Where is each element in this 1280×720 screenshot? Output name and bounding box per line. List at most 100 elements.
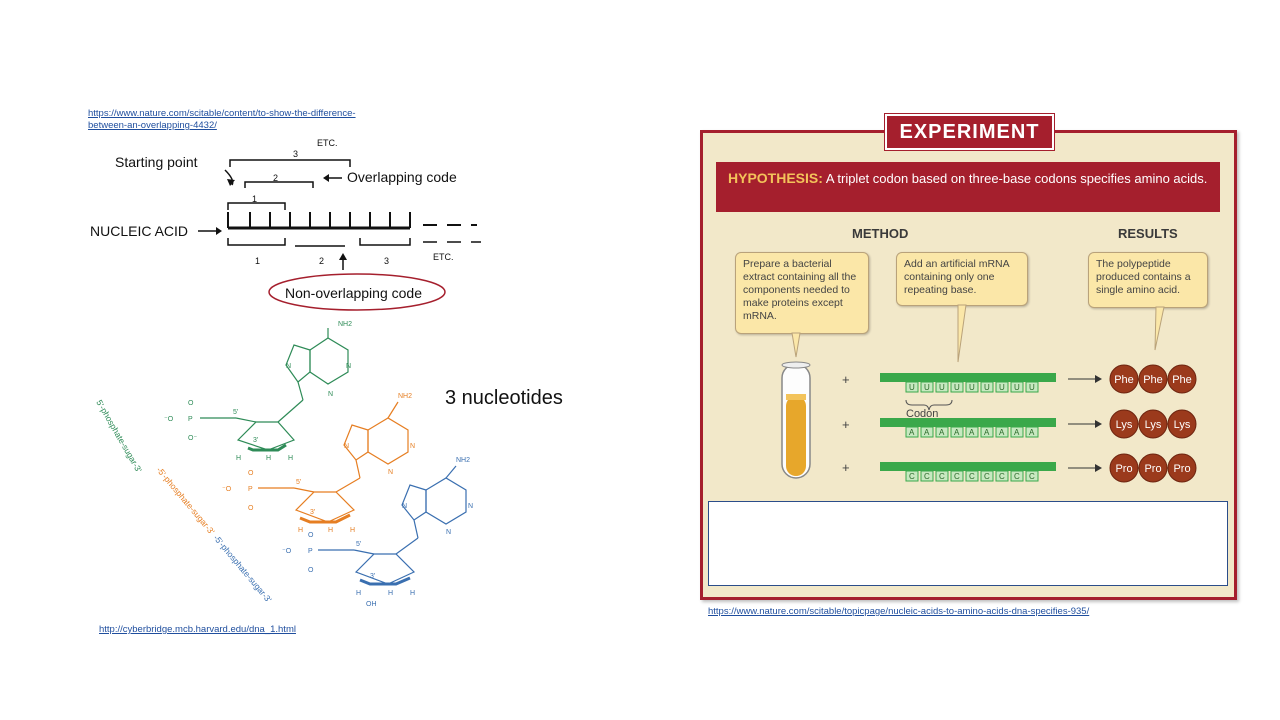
base-letter: A: [1014, 428, 1020, 437]
base-box: [1010, 470, 1024, 482]
amino-acid-phe: [1138, 364, 1168, 394]
experiment-panel: EXPERIMENT HYPOTHESIS: A triplet codon b…: [700, 112, 1240, 600]
etc-top-label: ETC.: [317, 138, 338, 148]
chain-label-1: 5'-phosphate-sugar-3': [94, 398, 144, 474]
base-box: [1025, 470, 1039, 482]
hypothesis-box: HYPOTHESIS: A triplet codon based on thr…: [716, 162, 1220, 212]
nucleotide-structures: 5'-phosphate-sugar-3' -5'-phosphate-suga…: [94, 321, 473, 608]
svg-text:O: O: [188, 400, 194, 407]
svg-text:OH: OH: [366, 601, 377, 608]
base-box: [1010, 426, 1024, 438]
base-box: [1025, 426, 1039, 438]
base-box: [920, 470, 934, 482]
codon-label: Codon: [906, 408, 938, 420]
amino-acid-label: Phe: [1172, 374, 1192, 386]
amino-acid-label: Lys: [1116, 419, 1133, 431]
top-number-3: 3: [293, 149, 298, 159]
svg-text:⁻O: ⁻O: [164, 416, 174, 423]
base-letter: U: [1014, 383, 1020, 392]
nucleotides-caption: 3 nucleotides: [445, 387, 563, 409]
base-box: [965, 426, 979, 438]
base-box: [1010, 381, 1024, 393]
arrow-head: [1095, 375, 1102, 383]
experiment-banner: EXPERIMENT: [885, 114, 1054, 150]
plus-sign-3: +: [842, 460, 850, 475]
base-letter: A: [969, 428, 975, 437]
svg-text:P: P: [248, 486, 253, 493]
mrna-strand: [880, 462, 1056, 471]
amino-acid-pro: [1109, 453, 1139, 483]
amine-3: NH2: [456, 457, 470, 464]
base-letter: C: [999, 472, 1005, 481]
hypothesis-text: A triplet codon based on three-base codo…: [825, 171, 1208, 186]
amino-acid-pro: [1167, 453, 1197, 483]
method-header: METHOD: [852, 226, 909, 241]
svg-text:O: O: [308, 567, 314, 574]
svg-text:N: N: [346, 363, 351, 370]
amine-1: NH2: [338, 321, 352, 328]
plus-sign-2: +: [842, 417, 850, 432]
base-letter: A: [1029, 428, 1035, 437]
nucleotide-2: [258, 401, 409, 524]
base-letter: C: [984, 472, 990, 481]
codon-sketch: Starting point Overlapping code NUCLEIC …: [90, 138, 481, 311]
base-box: [995, 426, 1009, 438]
svg-text:H: H: [356, 590, 361, 597]
base-letter: C: [1029, 472, 1035, 481]
top-number-2: 2: [273, 173, 278, 183]
base-box: [965, 470, 979, 482]
svg-text:⁻O: ⁻O: [222, 486, 232, 493]
svg-text:N: N: [344, 443, 349, 450]
nucleotide-1: [200, 328, 349, 452]
test-tube-icon: [781, 361, 811, 479]
svg-text:N: N: [402, 503, 407, 510]
nucleic-acid-label: NUCLEIC ACID: [90, 223, 188, 239]
amino-acid-phe: [1109, 364, 1139, 394]
base-box: [980, 381, 994, 393]
svg-text:H: H: [288, 455, 293, 462]
callout-prepare-extract: Prepare a bacterial extract containing a…: [735, 252, 869, 334]
amino-acid-label: Pro: [1115, 463, 1132, 475]
amino-acid-label: Phe: [1143, 374, 1163, 386]
plus-sign-1: +: [842, 372, 850, 387]
base-box: [950, 381, 964, 393]
nucleotide-3: [318, 465, 467, 586]
base-letter: A: [924, 428, 930, 437]
arrow-head: [1095, 420, 1102, 428]
svg-text:H: H: [298, 527, 303, 534]
base-box: [980, 470, 994, 482]
base-letter: U: [999, 383, 1005, 392]
nature-experiment-link[interactable]: https://www.nature.com/scitable/topicpag…: [708, 606, 1090, 617]
svg-text:N: N: [410, 443, 415, 450]
answer-box[interactable]: [708, 501, 1228, 586]
svg-text:H: H: [410, 590, 415, 597]
harvard-link[interactable]: http://cyberbridge.mcb.harvard.edu/dna_1…: [99, 624, 296, 635]
svg-text:N: N: [468, 503, 473, 510]
amino-acid-phe: [1167, 364, 1197, 394]
nature-overlap-link-line2: between-an-overlapping-4432/: [88, 120, 217, 131]
svg-text:5': 5': [296, 479, 301, 486]
svg-text:O: O: [248, 505, 254, 512]
svg-text:H: H: [328, 527, 333, 534]
svg-text:H: H: [236, 455, 241, 462]
nature-overlap-link[interactable]: https://www.nature.com/scitable/content/…: [88, 108, 356, 132]
callout-result-polypeptide: The polypeptide produced contains a sing…: [1088, 252, 1208, 308]
base-letter: C: [1014, 472, 1020, 481]
hypothesis-label: HYPOTHESIS:: [728, 170, 823, 186]
base-letter: U: [909, 383, 915, 392]
amino-acid-label: Pro: [1173, 463, 1190, 475]
base-box: [935, 470, 949, 482]
base-letter: U: [939, 383, 945, 392]
svg-text:5': 5': [356, 541, 361, 548]
amine-2: NH2: [398, 393, 412, 400]
callout-add-mrna: Add an artificial mRNA containing only o…: [896, 252, 1028, 306]
non-overlapping-code-label: Non-overlapping code: [285, 285, 422, 301]
amino-acid-lys: [1167, 409, 1197, 439]
bottom-number-2: 2: [319, 256, 324, 266]
base-letter: A: [984, 428, 990, 437]
base-box: [905, 470, 919, 482]
arrow-head: [1095, 464, 1102, 472]
